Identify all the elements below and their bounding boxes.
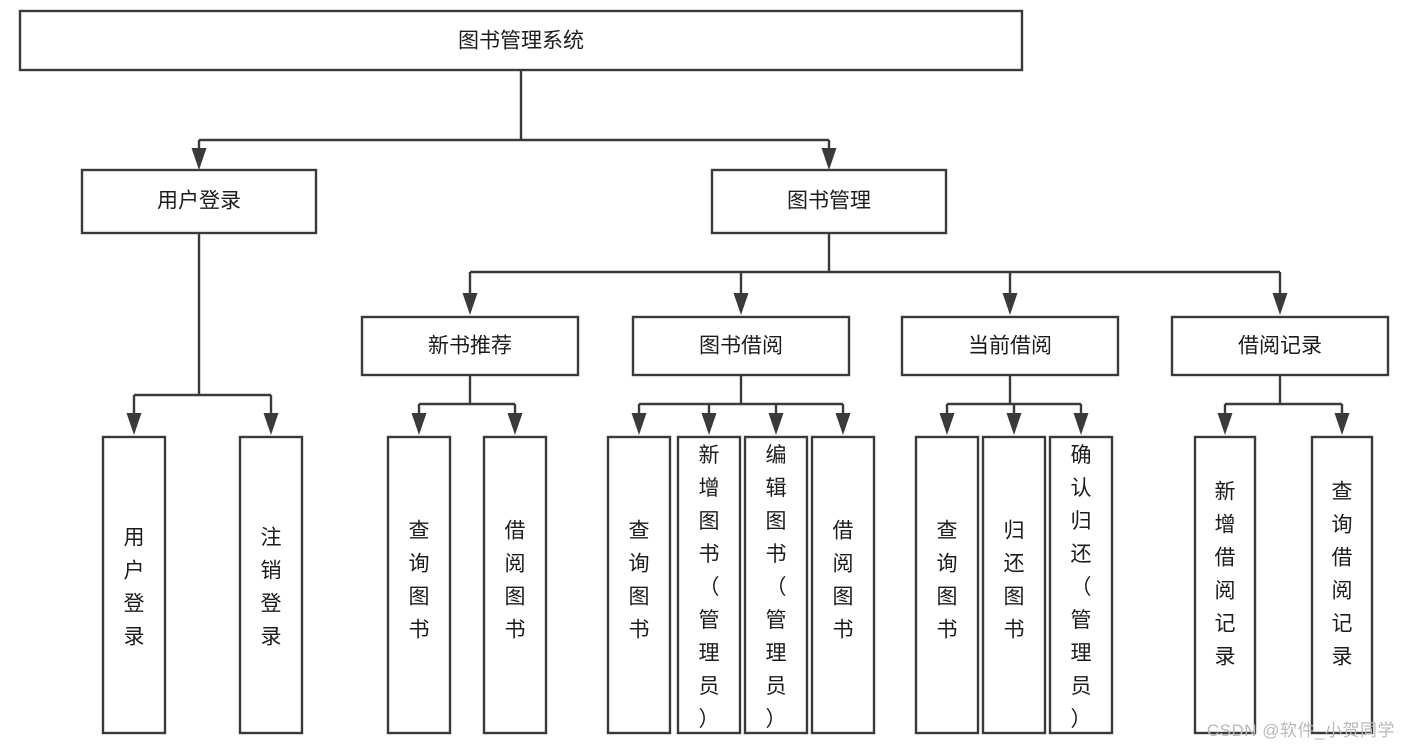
node-leaf-logout-label: 注销登录 xyxy=(261,527,282,649)
node-book-borrow-label: 图书借阅 xyxy=(699,335,783,358)
node-book-borrow[interactable]: 图书借阅 xyxy=(631,315,851,377)
node-new-book-rec-label: 新书推荐 xyxy=(428,335,512,358)
arrow-to-leaf-confirm-return xyxy=(1073,413,1089,435)
connector-group-user-login xyxy=(126,233,279,435)
node-leaf-borrow-book-2-label: 借阅图书 xyxy=(833,520,854,642)
node-leaf-add-book-box[interactable] xyxy=(676,435,742,735)
node-leaf-confirm-return[interactable]: 确认归还（管理员） xyxy=(1048,435,1114,735)
node-leaf-query-record-label: 查询借阅记录 xyxy=(1332,481,1353,669)
node-leaf-logout-box[interactable] xyxy=(238,435,304,735)
connector-group-new-book-rec xyxy=(411,375,523,435)
node-leaf-add-book[interactable]: 新增图书（管理员） xyxy=(676,435,742,735)
node-leaf-add-record-label: 新增借阅记录 xyxy=(1215,481,1236,669)
arrow-to-leaf-add-book xyxy=(701,413,717,435)
node-leaf-return-book-box[interactable] xyxy=(981,435,1047,735)
node-leaf-logout[interactable]: 注销登录 xyxy=(238,435,304,735)
node-leaf-borrow-book-2-box[interactable] xyxy=(810,435,876,735)
node-leaf-return-book-label: 归还图书 xyxy=(1004,520,1025,642)
arrow-to-leaf-query-book-3 xyxy=(939,413,955,435)
connector-group-book-manage xyxy=(462,233,1288,315)
arrow-to-leaf-query-book-2 xyxy=(631,413,647,435)
node-leaf-query-book-3-label: 查询图书 xyxy=(937,520,958,642)
node-current-borrow-label: 当前借阅 xyxy=(968,335,1052,358)
node-leaf-query-record-box[interactable] xyxy=(1310,435,1374,735)
node-new-book-rec-box[interactable] xyxy=(360,315,580,377)
node-leaf-edit-book-label: 编辑图书（管理员） xyxy=(766,444,787,731)
node-leaf-borrow-book-1[interactable]: 借阅图书 xyxy=(482,435,548,735)
node-borrow-record[interactable]: 借阅记录 xyxy=(1170,315,1390,377)
connector-group-book-borrow xyxy=(631,375,851,435)
arrow-to-leaf-user-login xyxy=(126,413,142,435)
node-book-manage[interactable]: 图书管理 xyxy=(710,168,948,235)
node-user-login-label: 用户登录 xyxy=(157,190,241,213)
node-leaf-borrow-book-1-label: 借阅图书 xyxy=(505,520,526,642)
node-leaf-add-book-label: 新增图书（管理员） xyxy=(699,444,720,731)
node-leaf-query-book-3[interactable]: 查询图书 xyxy=(914,435,980,735)
node-leaf-edit-book-box[interactable] xyxy=(743,435,809,735)
node-leaf-borrow-book-2[interactable]: 借阅图书 xyxy=(810,435,876,735)
node-leaf-query-book-2-label: 查询图书 xyxy=(629,520,650,642)
node-leaf-user-login-label: 用户登录 xyxy=(124,527,145,649)
node-book-borrow-box[interactable] xyxy=(631,315,851,377)
node-root-box[interactable] xyxy=(18,9,1024,72)
arrow-to-book-manage xyxy=(821,148,837,170)
node-book-manage-label: 图书管理 xyxy=(787,190,871,213)
node-leaf-query-book-2[interactable]: 查询图书 xyxy=(606,435,672,735)
node-leaf-confirm-return-label: 确认归还（管理员） xyxy=(1071,444,1092,731)
node-leaf-query-record[interactable]: 查询借阅记录 xyxy=(1310,435,1374,735)
connector-group-borrow-record xyxy=(1217,375,1350,435)
node-new-book-rec[interactable]: 新书推荐 xyxy=(360,315,580,377)
arrow-to-leaf-edit-book xyxy=(768,413,784,435)
node-leaf-user-login-box[interactable] xyxy=(101,435,167,735)
node-current-borrow[interactable]: 当前借阅 xyxy=(900,315,1120,377)
arrow-to-leaf-query-record xyxy=(1334,413,1350,435)
arrow-to-current-borrow xyxy=(1002,293,1018,315)
node-leaf-user-login[interactable]: 用户登录 xyxy=(101,435,167,735)
node-user-login[interactable]: 用户登录 xyxy=(80,168,318,235)
node-leaf-query-book-1-box[interactable] xyxy=(386,435,452,735)
arrow-to-leaf-borrow-book-1 xyxy=(507,413,523,435)
node-leaf-query-book-1-label: 查询图书 xyxy=(409,520,430,642)
node-leaf-confirm-return-box[interactable] xyxy=(1048,435,1114,735)
node-leaf-query-book-1[interactable]: 查询图书 xyxy=(386,435,452,735)
arrow-to-leaf-query-book-1 xyxy=(411,413,427,435)
arrow-to-leaf-logout xyxy=(263,413,279,435)
arrow-to-user-login xyxy=(191,148,207,170)
arrow-to-book-borrow xyxy=(733,293,749,315)
node-borrow-record-box[interactable] xyxy=(1170,315,1390,377)
arrow-to-leaf-add-record xyxy=(1217,413,1233,435)
node-root[interactable]: 图书管理系统 xyxy=(18,9,1024,72)
node-leaf-borrow-book-1-box[interactable] xyxy=(482,435,548,735)
node-borrow-record-label: 借阅记录 xyxy=(1238,335,1322,358)
node-leaf-return-book[interactable]: 归还图书 xyxy=(981,435,1047,735)
node-book-manage-box[interactable] xyxy=(710,168,948,235)
arrow-to-new-book-rec xyxy=(462,293,478,315)
node-leaf-add-record-box[interactable] xyxy=(1193,435,1257,735)
arrow-to-borrow-record xyxy=(1272,293,1288,315)
node-leaf-query-book-2-box[interactable] xyxy=(606,435,672,735)
node-user-login-box[interactable] xyxy=(80,168,318,235)
connector-group-current-borrow xyxy=(939,375,1089,435)
node-root-label: 图书管理系统 xyxy=(458,30,584,53)
node-leaf-add-record[interactable]: 新增借阅记录 xyxy=(1193,435,1257,735)
node-leaf-query-book-3-box[interactable] xyxy=(914,435,980,735)
node-current-borrow-box[interactable] xyxy=(900,315,1120,377)
node-leaf-edit-book[interactable]: 编辑图书（管理员） xyxy=(743,435,809,735)
arrow-to-leaf-return-book xyxy=(1006,413,1022,435)
arrow-to-leaf-borrow-book-2 xyxy=(835,413,851,435)
connector-group-root xyxy=(191,70,837,170)
csdn-watermark: CSDN @软件_小贺同学 xyxy=(1206,721,1395,740)
